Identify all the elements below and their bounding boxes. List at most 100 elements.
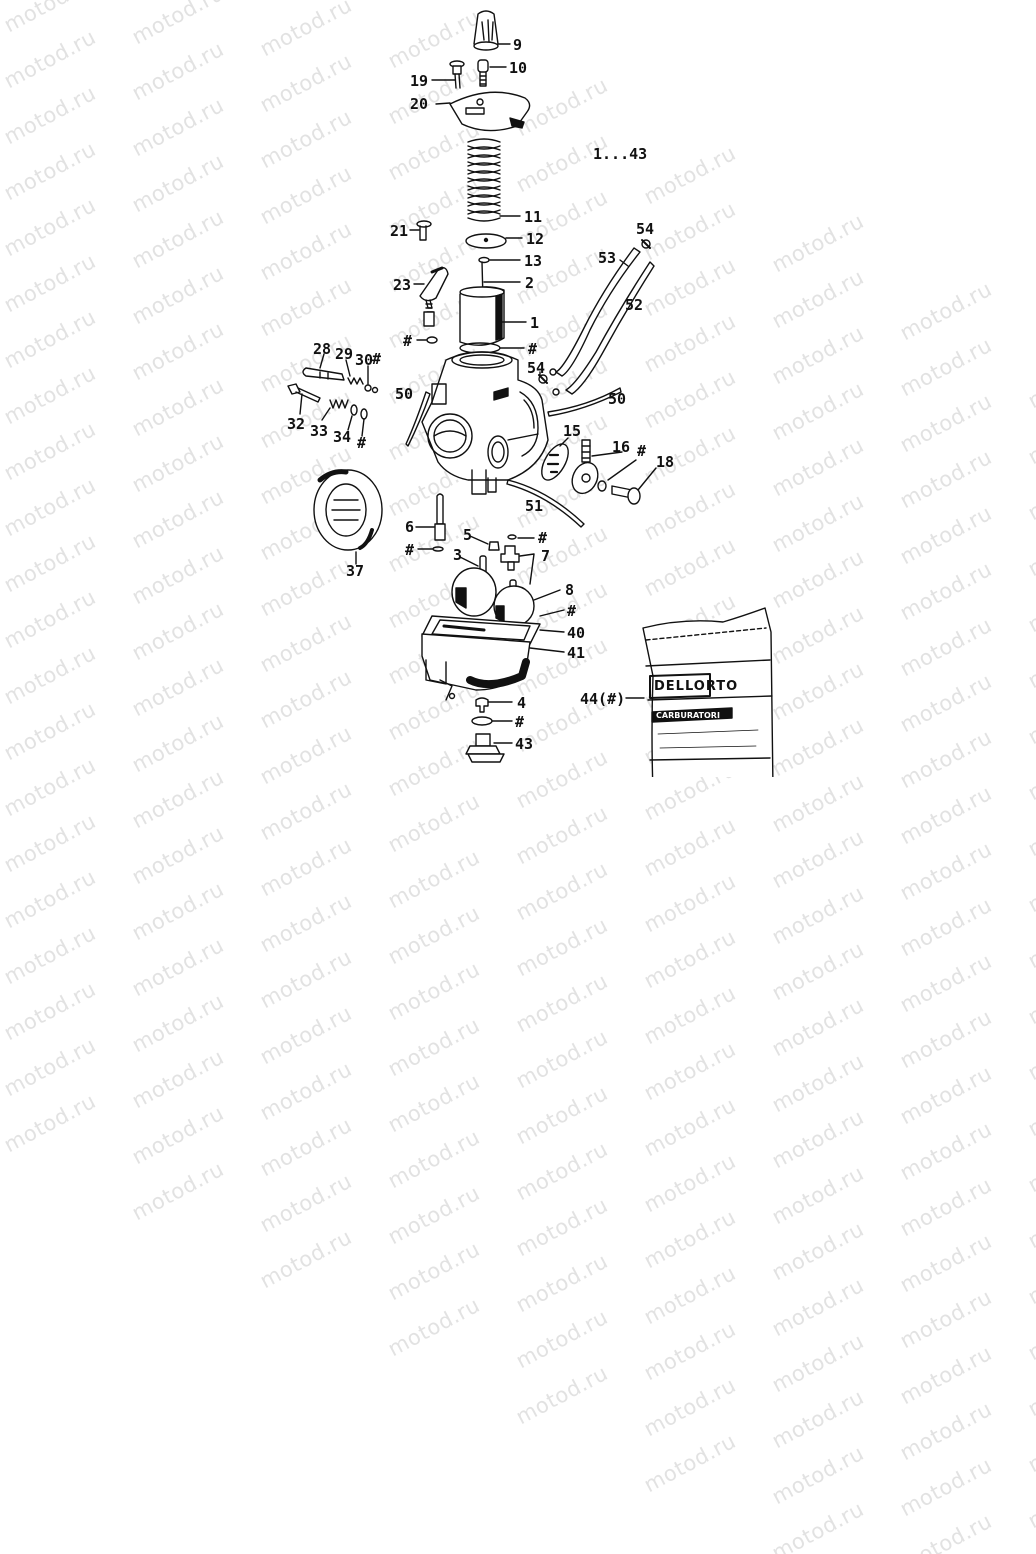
watermark-text: motod.ru bbox=[896, 1396, 996, 1466]
label-seal-7: # bbox=[538, 529, 548, 547]
watermark-text: motod.ru bbox=[640, 1428, 740, 1498]
part-9-icon bbox=[473, 10, 499, 51]
watermark-text: motod.ru bbox=[896, 1116, 996, 1186]
label-part-8: 8 bbox=[565, 581, 575, 599]
label-seal-8: # bbox=[567, 602, 577, 620]
parts-range-label: 1...43 bbox=[593, 145, 648, 163]
label-part-10: 10 bbox=[509, 59, 528, 77]
watermark-text: motod.ru bbox=[896, 1172, 996, 1242]
carburetor-body-icon bbox=[421, 351, 549, 495]
part-7-washer-icon bbox=[507, 534, 517, 540]
watermark-text: motod.ru bbox=[256, 1000, 356, 1070]
watermark-text: motod.ru bbox=[640, 1092, 740, 1162]
watermark-text: motod.ru bbox=[768, 1496, 868, 1554]
label-part-18: 18 bbox=[656, 453, 675, 471]
part-19-icon bbox=[449, 60, 465, 89]
watermark-text: motod.ru bbox=[768, 1328, 868, 1398]
label-seal-1: # bbox=[403, 332, 413, 350]
part-32-icon bbox=[287, 383, 321, 403]
label-part-29: 29 bbox=[335, 345, 354, 363]
label-part-7: 7 bbox=[541, 547, 551, 565]
label-part-52: 52 bbox=[625, 296, 644, 314]
watermark-text: motod.ru bbox=[768, 1384, 868, 1454]
watermark-text: motod.ru bbox=[512, 1304, 612, 1374]
watermark-text: motod.ru bbox=[512, 1024, 612, 1094]
watermark-text: motod.ru bbox=[768, 1272, 868, 1342]
part-7-icon bbox=[500, 545, 520, 571]
part-23-icon bbox=[419, 266, 449, 327]
watermark-text: motod.ru bbox=[384, 956, 484, 1026]
label-part-2: 2 bbox=[525, 274, 535, 292]
watermark-text: motod.ru bbox=[896, 1004, 996, 1074]
watermark-text: motod.ru bbox=[128, 820, 228, 890]
watermark-text: motod.ru bbox=[1024, 1184, 1036, 1254]
label-part-20: 20 bbox=[410, 95, 429, 113]
watermark-text: motod.ru bbox=[640, 1148, 740, 1218]
label-seal-6: # bbox=[405, 541, 415, 559]
part-20-icon bbox=[449, 91, 531, 132]
label-part-21: 21 bbox=[390, 222, 409, 240]
label-part-44: 44(#) bbox=[580, 690, 626, 708]
watermark-text: motod.ru bbox=[384, 1236, 484, 1306]
label-part-11: 11 bbox=[524, 208, 543, 226]
watermark-text: motod.ru bbox=[768, 992, 868, 1062]
part-1-icon bbox=[459, 286, 505, 346]
part-50-left-icon bbox=[405, 391, 431, 447]
part-5-icon bbox=[488, 541, 500, 551]
watermark-text: motod.ru bbox=[1024, 1128, 1036, 1198]
watermark-text: motod.ru bbox=[768, 1048, 868, 1118]
watermark-text: motod.ru bbox=[1024, 1521, 1036, 1554]
part-52-icon bbox=[552, 261, 655, 396]
watermark-text: motod.ru bbox=[768, 1216, 868, 1286]
watermark-text: motod.ru bbox=[512, 856, 612, 926]
watermark-text: motod.ru bbox=[128, 1044, 228, 1114]
label-seal-3: # bbox=[372, 350, 382, 368]
seal-icon bbox=[432, 546, 444, 552]
label-part-28: 28 bbox=[313, 340, 332, 358]
part-54-top-icon bbox=[641, 239, 651, 249]
watermark-text: motod.ru bbox=[384, 788, 484, 858]
watermark-text: motod.ru bbox=[384, 1068, 484, 1138]
watermark-text: motod.ru bbox=[1024, 1464, 1036, 1534]
watermark-text: motod.ru bbox=[128, 988, 228, 1058]
watermark-text: motod.ru bbox=[1024, 904, 1036, 974]
watermark-text: motod.ru bbox=[1024, 960, 1036, 1030]
label-part-4: 4 bbox=[517, 694, 527, 712]
part-54-bottom-icon bbox=[538, 374, 548, 384]
label-part-23: 23 bbox=[393, 276, 412, 294]
watermark-text: motod.ru bbox=[896, 892, 996, 962]
label-seal-5: # bbox=[637, 442, 647, 460]
watermark-text: motod.ru bbox=[384, 900, 484, 970]
label-seal-4: # bbox=[357, 434, 367, 452]
watermark-text: motod.ru bbox=[896, 1452, 996, 1522]
seal-icon bbox=[597, 480, 607, 492]
label-part-5: 5 bbox=[463, 526, 473, 544]
watermark-text: motod.ru bbox=[640, 980, 740, 1050]
part-33-icon bbox=[329, 399, 349, 409]
label-seal-9: # bbox=[515, 713, 525, 731]
watermark-text: motod.ru bbox=[1024, 1240, 1036, 1310]
seal-icon bbox=[471, 716, 493, 726]
watermark-text: motod.ru bbox=[768, 768, 868, 838]
watermark-text: motod.ru bbox=[128, 1156, 228, 1226]
part-50-right-icon bbox=[547, 387, 622, 417]
watermark-text: motod.ru bbox=[768, 936, 868, 1006]
carburetor-drawing bbox=[287, 10, 774, 777]
watermark-text: motod.ru bbox=[256, 944, 356, 1014]
watermark-text: motod.ru bbox=[256, 1168, 356, 1238]
label-part-54-bottom: 54 bbox=[527, 359, 546, 377]
watermark-text: motod.ru bbox=[0, 1088, 100, 1158]
watermark-text: motod.ru bbox=[512, 912, 612, 982]
part-4-icon bbox=[475, 697, 489, 713]
watermark-text: motod.ru bbox=[640, 1260, 740, 1330]
watermark-text: motod.ru bbox=[0, 1032, 100, 1102]
watermark-text: motod.ru bbox=[896, 780, 996, 850]
watermark-text: motod.ru bbox=[0, 976, 100, 1046]
part-11-icon bbox=[467, 138, 501, 222]
seal-icon bbox=[360, 408, 368, 420]
watermark-text: motod.ru bbox=[128, 876, 228, 946]
watermark-text: motod.ru bbox=[1024, 792, 1036, 862]
watermark-text: motod.ru bbox=[384, 1292, 484, 1362]
part-10-icon bbox=[477, 59, 489, 87]
